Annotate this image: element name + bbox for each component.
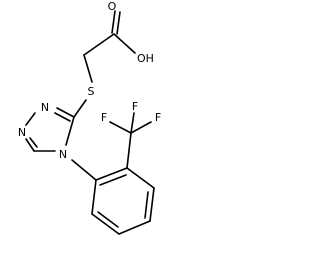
benzene-c5-c6 [91,213,120,235]
chemical-structure-diagram: OH O S N N N F F F [18,0,161,235]
benzene-c1-c2 [95,167,128,181]
carbonyl-oxygen-label: O [108,0,117,13]
triazole-ring [25,107,75,152]
n4-aryl-bond [71,159,97,181]
triazole-n4-c3 [65,116,75,146]
fluorine-left-label: F [101,111,107,124]
benzene-c3-c4 [149,187,155,222]
triazole-n1-label: N [18,126,26,139]
cf3-f-top-bond [130,112,135,134]
triazole-n1-c5-inner [29,137,38,148]
triazole-n1-c5 [25,138,35,152]
carbonyl-double-bond-b [116,11,121,35]
benzene-c2-c3 [126,167,155,189]
benzene-c5-c6-inner [97,211,119,228]
benzene-c6-c1 [91,179,97,215]
benzene-c3-c4-inner [144,191,149,219]
hydroxyl-label: OH [137,52,154,65]
ch2-s-bond [83,54,93,83]
fluorine-right-label: F [155,111,161,124]
carboxylic-acid-group [83,10,136,56]
s-ring-bond [73,99,87,118]
cf3-f-right-bond [130,121,152,134]
c-oh-bond [113,33,136,54]
cf3-f-left-bond [109,121,132,134]
trifluoromethyl-group [109,112,152,169]
fluorine-top-label: F [132,100,138,113]
triazole-c3-n2-inner [54,112,71,122]
triazole-n2-label: N [41,101,49,114]
triazole-c3-n2 [56,107,75,118]
c-ch2-bond [83,33,115,56]
benzene-ring [91,167,155,235]
triazole-n2-n1 [25,112,36,126]
sulfur-label: S [88,85,95,98]
benzene-c4-c5 [118,220,151,235]
carbonyl-double-bond-a [111,10,116,34]
triazole-n4-label: N [59,148,67,161]
benzene-c1-c2-inner [99,174,127,186]
aryl-cf3-bond [126,132,132,169]
